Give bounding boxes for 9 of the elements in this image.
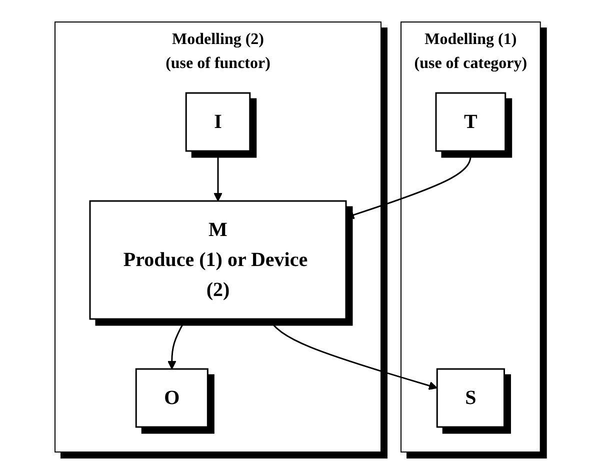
arrow (267, 318, 438, 390)
node-box: S (436, 368, 505, 428)
node-box: O (135, 368, 208, 428)
arrow (345, 151, 472, 220)
arrow (213, 151, 222, 202)
node-box: T (435, 92, 506, 152)
node-box: I (185, 92, 250, 152)
arrow (167, 318, 186, 370)
node-box: M Produce (1) or Device (2) (89, 200, 347, 320)
